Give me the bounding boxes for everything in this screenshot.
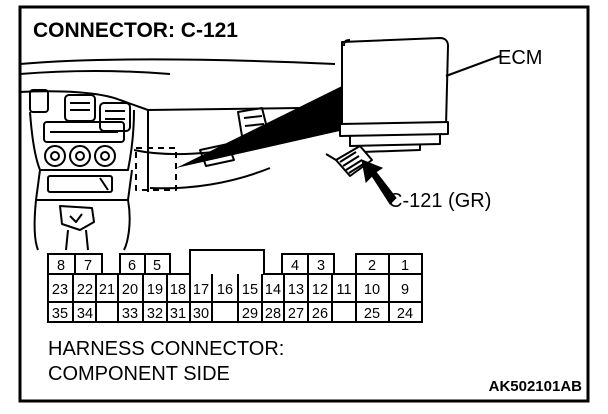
caption-line-1: HARNESS CONNECTOR:	[48, 338, 284, 360]
pin-label: 26	[312, 306, 328, 322]
pins-middle-row: 23 22 21 20 19 18 17 16 15 14 13 12 11 1…	[52, 282, 409, 298]
outer-frame	[18, 5, 590, 403]
dashboard-illustration	[19, 58, 336, 251]
caption-line-2: COMPONENT SIDE	[48, 363, 230, 385]
pin-label: 31	[170, 306, 186, 322]
connector-face	[47, 249, 423, 323]
ecm-module	[339, 37, 449, 153]
pins-bottom-row: 35 34 33 32 31 30 29 28 27 26 25 24	[52, 306, 413, 322]
pin-label: 24	[397, 306, 413, 322]
pin-label: 20	[122, 282, 138, 298]
pin-label: 18	[170, 282, 186, 298]
pin-label: 28	[265, 306, 281, 322]
pin-label: 2	[368, 258, 376, 274]
pin-label: 16	[217, 282, 233, 298]
pin-label: 35	[52, 306, 68, 322]
location-pointer	[176, 86, 344, 168]
pin-label: 8	[57, 258, 65, 274]
pin-label: 23	[52, 282, 68, 298]
pin-label: 33	[122, 306, 138, 322]
pin-label: 12	[312, 282, 328, 298]
title: CONNECTOR: C-121	[33, 19, 238, 42]
pin-label: 30	[193, 306, 209, 322]
pin-label: 25	[364, 306, 380, 322]
ecm-leader-line	[445, 55, 501, 77]
pin-label: 14	[265, 282, 281, 298]
pin-label: 9	[401, 282, 409, 298]
pin-label: 34	[77, 306, 93, 322]
pin-label: 13	[288, 282, 304, 298]
pin-label: 11	[336, 282, 351, 298]
pin-label: 19	[147, 282, 163, 298]
connector-label: C-121 (GR)	[388, 190, 491, 212]
pin-label: 5	[153, 258, 161, 274]
pin-label: 17	[193, 282, 209, 298]
pins-top-row: 8 7 6 5 4 3 2 1	[57, 258, 409, 274]
pin-label: 21	[99, 282, 115, 298]
pin-label: 10	[364, 282, 380, 298]
pin-label: 6	[128, 258, 136, 274]
pin-label: 7	[84, 258, 92, 274]
pin-label: 4	[291, 258, 299, 274]
pin-label: 27	[288, 306, 304, 322]
connector-plug	[325, 145, 373, 177]
pin-label: 3	[317, 258, 325, 274]
pin-label: 22	[77, 282, 93, 298]
pin-label: 32	[147, 306, 163, 322]
pin-label: 29	[242, 306, 258, 322]
figure-code: AK502101AB	[489, 378, 583, 395]
pin-label: 1	[401, 258, 409, 274]
connector-arrow	[361, 159, 397, 205]
pin-label: 15	[242, 282, 258, 298]
ecm-label: ECM	[498, 47, 542, 69]
